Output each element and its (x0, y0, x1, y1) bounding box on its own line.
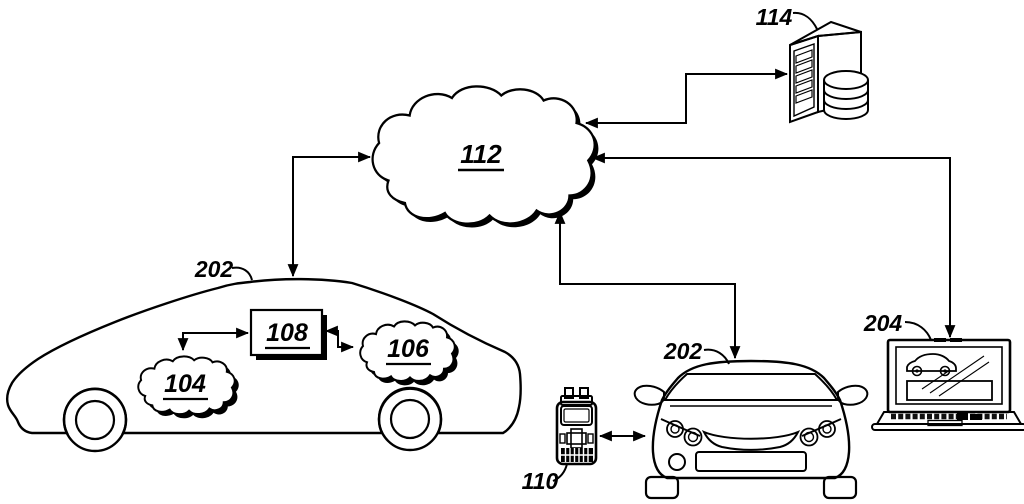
arrow-key-cluster (957, 412, 968, 420)
right-headlight2-outer (799, 427, 819, 447)
tool-screen (560, 405, 593, 426)
tool-keypad (561, 448, 593, 462)
side-button-left (559, 433, 566, 444)
front-wheel-tire (62, 387, 128, 453)
laptop-204: 204 (863, 310, 1024, 431)
front-car-right-tire (822, 475, 858, 500)
left-headlight2-outer (683, 427, 703, 447)
label-114: 114 (756, 4, 793, 30)
side-button-right (587, 433, 594, 444)
server-114: 114 (756, 4, 869, 124)
server-front-face (789, 34, 819, 124)
label-202-front: 202 (663, 338, 703, 364)
tool-body (555, 400, 598, 466)
front-car-windshield (663, 373, 839, 401)
left-headlight-inner (670, 424, 680, 434)
server-front-panel (793, 43, 815, 118)
label-114-leader (792, 11, 818, 30)
left-mirror (633, 384, 665, 406)
laptop-screen-outer (886, 338, 1012, 414)
right-headlight2-inner (803, 431, 815, 443)
label-106: 106 (387, 335, 430, 363)
side-car: 108 104 106 202 (6, 256, 522, 453)
front-car-left-tire (644, 475, 680, 500)
right-mirror (837, 384, 869, 406)
connectors (287, 68, 956, 442)
dpad-vertical (570, 428, 583, 449)
label-204: 204 (863, 310, 903, 336)
label-104: 104 (164, 370, 206, 398)
label-110-leader (552, 463, 568, 482)
db-silhouette (824, 71, 868, 119)
server-drive-slots (795, 49, 813, 104)
arrow-cloud-frontcar (554, 210, 741, 360)
arrow-cloud-server (584, 68, 789, 129)
label-110: 110 (522, 468, 559, 494)
arrow-108-106 (324, 325, 355, 353)
front-car-body (651, 359, 851, 480)
bezel-dash-left (934, 338, 946, 342)
fog-lamp (668, 453, 686, 471)
front-grille (701, 430, 801, 451)
screen-car-icon (906, 353, 957, 377)
right-headlight-inner (822, 424, 832, 434)
dpad-horizontal (566, 432, 587, 445)
tool-screen-inner (563, 408, 590, 423)
arrow-key-cluster-2 (970, 414, 982, 420)
left-headlight2-inner (687, 431, 699, 443)
connector-prong-left (564, 387, 574, 399)
module-box-108: 108 (249, 308, 327, 360)
arrow-cloud-laptop (591, 152, 956, 339)
label-112: 112 (460, 139, 502, 169)
laptop-screen-inner (895, 346, 1003, 405)
label-108: 108 (266, 319, 308, 347)
lower-intake (695, 451, 807, 472)
label-204-leader (904, 321, 932, 341)
front-car: 202 (633, 338, 869, 500)
bezel-dash-right (950, 338, 962, 342)
module-cloud-106: 106 (359, 320, 459, 386)
screen-glare-lines (921, 355, 990, 397)
laptop-base (871, 423, 1024, 431)
left-headlight-outer (666, 420, 684, 438)
label-202-front-leader (703, 348, 730, 365)
network-cloud-112: 112 (371, 85, 599, 228)
database-cylinder-icon (823, 70, 869, 120)
front-wheel-rim (74, 399, 116, 441)
rear-wheel-tire (377, 386, 443, 452)
connector-prong-right (579, 387, 589, 399)
arrow-sidecar-cloud (287, 151, 372, 278)
right-headlight-outer (818, 420, 836, 438)
label-202-side-leader (231, 266, 253, 281)
rear-wheel-rim (389, 398, 431, 440)
module-cloud-104: 104 (137, 355, 239, 419)
screen-input-box (906, 380, 993, 401)
arrow-104-108 (177, 327, 250, 352)
label-202-side: 202 (194, 256, 234, 282)
diagnostic-tool-110: 110 (522, 387, 598, 494)
